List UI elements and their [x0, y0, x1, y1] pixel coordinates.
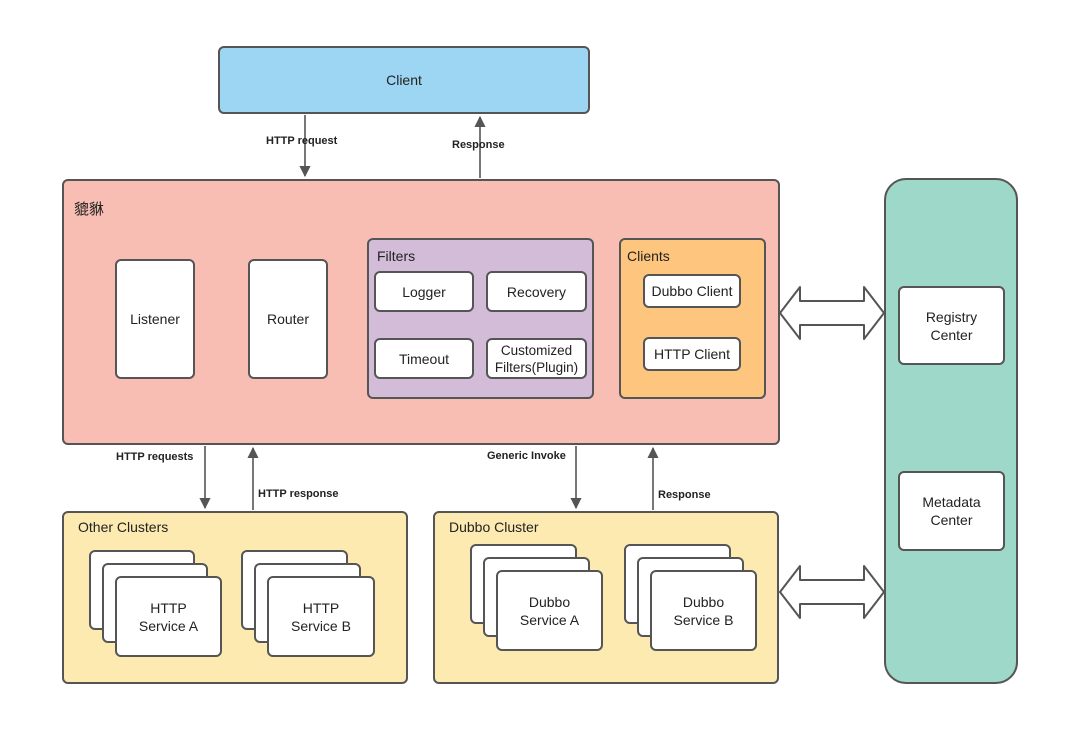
http-service-b-card: HTTP Service B — [267, 576, 375, 657]
customized-label-line2: Filters(Plugin) — [494, 359, 579, 375]
recovery-label: Recovery — [506, 283, 567, 300]
dubbo-service-b-line1: Dubbo — [682, 593, 725, 610]
http-service-b-line1: HTTP — [302, 599, 340, 616]
http-response-label: HTTP response — [258, 488, 339, 500]
generic-invoke-label: Generic Invoke — [487, 450, 566, 462]
http-service-a-card: HTTP Service A — [115, 576, 222, 657]
metadata-label-line2: Center — [930, 512, 973, 528]
customized-label-line1: Customized — [500, 342, 573, 358]
dubbo-client-label: Dubbo Client — [651, 283, 733, 299]
bidirectional-arrow-gateway-registry — [779, 286, 885, 340]
clients-title: Clients — [627, 248, 670, 264]
clients-panel — [619, 238, 766, 399]
http-service-a-line1: HTTP — [150, 599, 187, 616]
http-service-a-line2: Service A — [138, 617, 199, 634]
dubbo-service-a-card: Dubbo Service A — [496, 570, 603, 651]
dubbo-client-box: Dubbo Client — [643, 274, 741, 308]
registry-center-box: Registry Center — [898, 286, 1005, 365]
response-label-bottom: Response — [658, 489, 711, 501]
timeout-filter: Timeout — [374, 338, 474, 379]
logger-filter: Logger — [374, 271, 474, 312]
recovery-filter: Recovery — [486, 271, 587, 312]
listener-box: Listener — [115, 259, 195, 379]
registry-label-line2: Center — [930, 326, 973, 343]
gateway-title: 貔貅 — [74, 200, 105, 218]
client-label: Client — [386, 72, 422, 88]
http-client-box: HTTP Client — [643, 337, 741, 371]
customized-filter: Customized Filters(Plugin) — [486, 338, 587, 379]
http-request-label: HTTP request — [266, 135, 338, 147]
dubbo-service-b-line2: Service B — [673, 611, 734, 628]
metadata-label-line1: Metadata — [922, 494, 981, 510]
other-clusters-title: Other Clusters — [78, 519, 169, 535]
http-client-label: HTTP Client — [654, 346, 730, 362]
dubbo-service-a-line2: Service A — [519, 611, 580, 628]
metadata-center-box: Metadata Center — [898, 471, 1005, 551]
response-label-top: Response — [452, 139, 505, 151]
registry-label-line1: Registry — [925, 308, 978, 325]
http-service-b-line2: Service B — [291, 617, 351, 634]
listener-label: Listener — [130, 311, 180, 327]
http-requests-label: HTTP requests — [116, 451, 194, 463]
client-box: Client — [218, 46, 590, 114]
dubbo-service-b-card: Dubbo Service B — [650, 570, 757, 651]
dubbo-service-a-line1: Dubbo — [528, 593, 571, 610]
filters-title: Filters — [377, 248, 416, 264]
bidirectional-arrow-dubbo-cluster-metadata — [779, 565, 885, 619]
registry-panel — [884, 178, 1018, 684]
router-label: Router — [266, 311, 310, 327]
timeout-label: Timeout — [398, 350, 450, 367]
router-box: Router — [248, 259, 328, 379]
logger-label: Logger — [402, 283, 446, 300]
dubbo-cluster-title: Dubbo Cluster — [449, 519, 539, 535]
